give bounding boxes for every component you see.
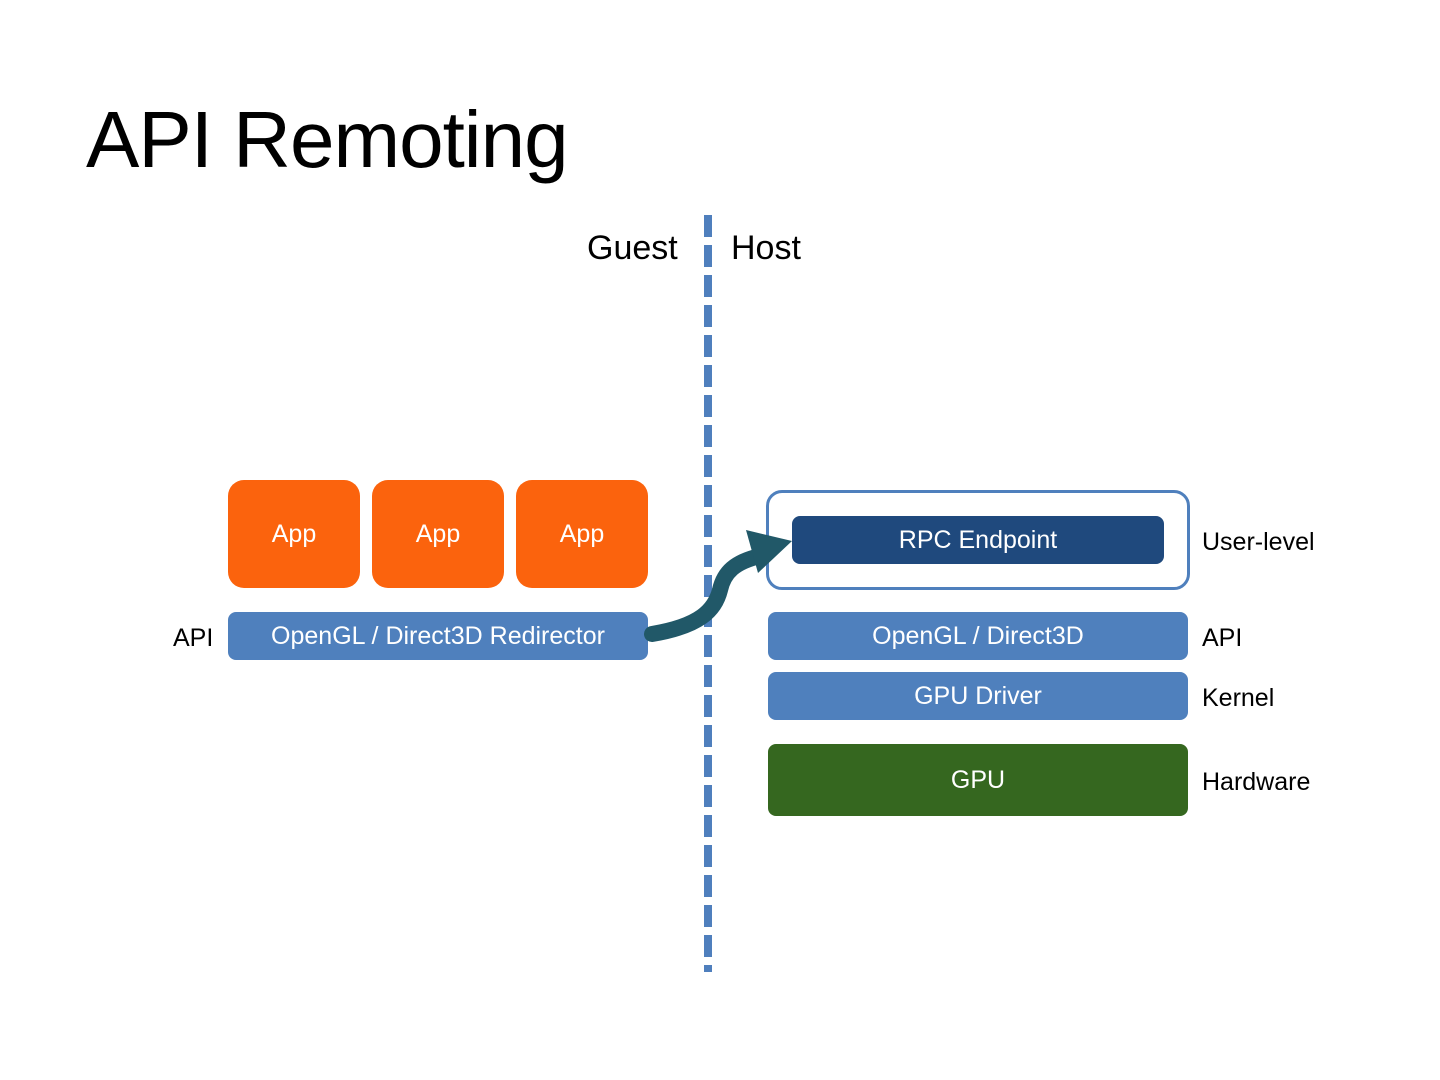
gpu-label: GPU bbox=[950, 765, 1006, 794]
redirector-box: OpenGL / Direct3D Redirector bbox=[228, 612, 648, 660]
remoting-arrow-head bbox=[746, 530, 792, 573]
rpc-endpoint-label: RPC Endpoint bbox=[898, 525, 1058, 554]
host-api-box-label: OpenGL / Direct3D bbox=[872, 621, 1084, 650]
remoting-arrow-shaft bbox=[644, 548, 768, 642]
guest-host-divider bbox=[704, 215, 712, 972]
app-box-3: App bbox=[516, 480, 648, 588]
app-label: App bbox=[415, 519, 461, 548]
kernel-label: Kernel bbox=[1202, 684, 1275, 712]
app-label: App bbox=[271, 519, 317, 548]
host-api-label: API bbox=[1202, 624, 1243, 652]
app-label: App bbox=[559, 519, 605, 548]
guest-label: Guest bbox=[587, 229, 678, 267]
user-level-label: User-level bbox=[1202, 528, 1315, 556]
host-label: Host bbox=[731, 229, 801, 267]
rpc-endpoint-box: RPC Endpoint bbox=[792, 516, 1164, 564]
app-box-2: App bbox=[372, 480, 504, 588]
redirector-label: OpenGL / Direct3D Redirector bbox=[271, 621, 605, 650]
gpu-driver-label: GPU Driver bbox=[914, 681, 1042, 710]
slide-title: API Remoting bbox=[86, 95, 569, 184]
guest-api-label: API bbox=[173, 624, 214, 652]
hardware-label: Hardware bbox=[1202, 768, 1311, 796]
host-api-box: OpenGL / Direct3D bbox=[768, 612, 1188, 660]
gpu-driver-box: GPU Driver bbox=[768, 672, 1188, 720]
gpu-box: GPU bbox=[768, 744, 1188, 816]
app-box-1: App bbox=[228, 480, 360, 588]
